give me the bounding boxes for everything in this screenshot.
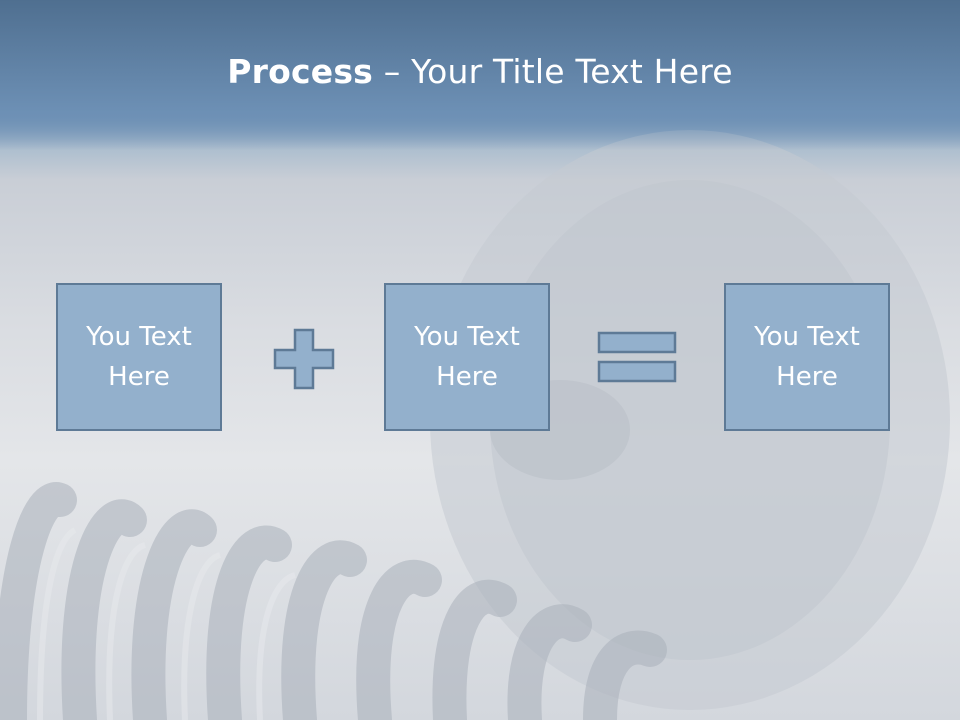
process-box-1-text: You Text Here (86, 322, 192, 392)
title-band (0, 0, 960, 150)
title-bold-part: Process (227, 52, 374, 91)
plus-icon (273, 328, 335, 390)
slide-title[interactable]: Process – Your Title Text Here (0, 52, 960, 91)
process-box-3-text: You Text Here (754, 322, 860, 392)
process-box-1[interactable]: You Text Here (56, 283, 222, 431)
process-box-2-text: You Text Here (414, 322, 520, 392)
process-box-3[interactable]: You Text Here (724, 283, 890, 431)
title-rest-part: – Your Title Text Here (373, 52, 733, 91)
process-box-2[interactable]: You Text Here (384, 283, 550, 431)
equals-icon (597, 331, 677, 383)
